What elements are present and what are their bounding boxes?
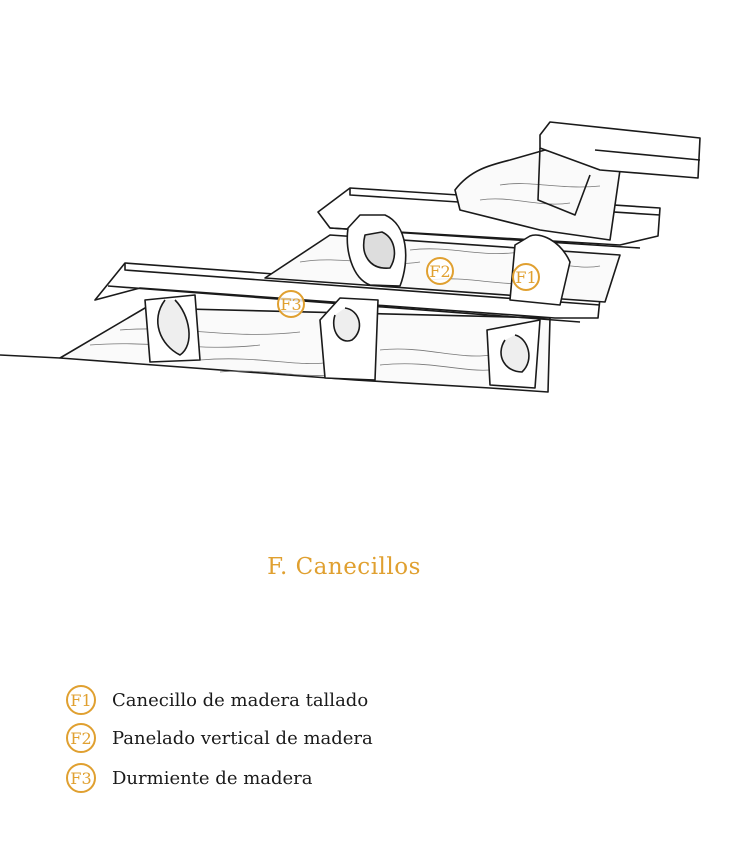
- legend-item: F2 Panelado vertical de madera: [66, 723, 373, 753]
- legend-marker: F2: [66, 723, 96, 753]
- ground-line: [0, 354, 61, 359]
- legend-label: Panelado vertical de madera: [112, 727, 373, 749]
- marker-f2: F2: [426, 257, 454, 285]
- marker-f1: F1: [512, 263, 540, 291]
- figure-title: F. Canecillos: [267, 554, 421, 580]
- legend-item: F1 Canecillo de madera tallado: [66, 685, 368, 715]
- legend-marker: F1: [66, 685, 96, 715]
- legend-label: Durmiente de madera: [112, 767, 313, 789]
- marker-f3: F3: [277, 290, 305, 318]
- lower-panel: [59, 307, 551, 393]
- legend-marker: F3: [66, 763, 96, 793]
- legend-item: F3 Durmiente de madera: [66, 763, 313, 793]
- eaves-sketch: [0, 121, 701, 393]
- legend-label: Canecillo de madera tallado: [112, 689, 369, 711]
